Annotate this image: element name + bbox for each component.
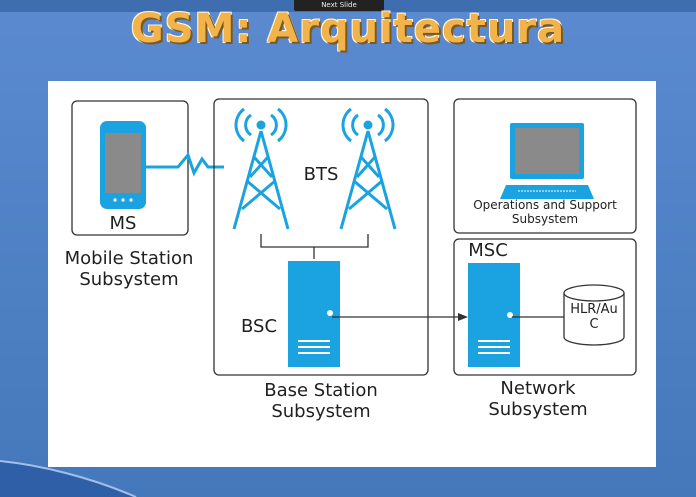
computer-monitor-icon bbox=[500, 123, 594, 199]
tower-icon bbox=[339, 107, 397, 230]
ms-label: MS bbox=[109, 213, 137, 234]
server-icon bbox=[288, 261, 340, 367]
network-box bbox=[453, 238, 637, 376]
network-line-1: Network bbox=[500, 378, 576, 399]
base-station-box bbox=[213, 98, 429, 376]
base-station-subsystem-label: Base Station Subsystem bbox=[238, 380, 404, 422]
tower-connector bbox=[260, 234, 369, 248]
database-icon bbox=[563, 284, 625, 346]
network-subsystem-label: Network Subsystem bbox=[468, 378, 608, 420]
tower-icon bbox=[232, 107, 290, 230]
operations-support-box bbox=[453, 98, 637, 234]
mobile-station-line-2: Subsystem bbox=[79, 268, 179, 290]
next-slide-tooltip[interactable]: Next Slide bbox=[294, 0, 384, 11]
bts-label: BTS bbox=[303, 164, 339, 185]
operations-support-label: Operations and Support Subsystem bbox=[454, 198, 636, 227]
slide-title: GSM: Arquitectura bbox=[130, 6, 566, 52]
hlr-auc-label: HLR/Au C bbox=[564, 302, 624, 333]
mobile-station-subsystem-label: Mobile Station Subsystem bbox=[48, 248, 210, 290]
hlr-line-1: HLR/Au bbox=[570, 302, 618, 317]
server-icon bbox=[468, 263, 520, 367]
decorative-swoosh bbox=[0, 460, 137, 497]
network-line-2: Subsystem bbox=[488, 398, 588, 420]
signal-bolt-icon bbox=[146, 151, 224, 177]
operations-line-1: Operations and Support bbox=[473, 198, 617, 212]
hlr-line-2: C bbox=[589, 316, 599, 332]
mobile-station-line-1: Mobile Station bbox=[64, 248, 194, 269]
base-station-line-1: Base Station bbox=[264, 380, 378, 401]
gsm-architecture-diagram bbox=[71, 98, 637, 376]
msc-label: MSC bbox=[468, 240, 508, 261]
operations-line-2: Subsystem bbox=[511, 211, 579, 226]
mobile-station-box bbox=[71, 100, 189, 236]
bsc-label: BSC bbox=[240, 316, 278, 337]
base-station-line-2: Subsystem bbox=[271, 400, 371, 422]
diagram-panel: MS Mobile Station Subsystem BTS BSC Base… bbox=[48, 81, 656, 467]
phone-icon bbox=[100, 121, 146, 209]
